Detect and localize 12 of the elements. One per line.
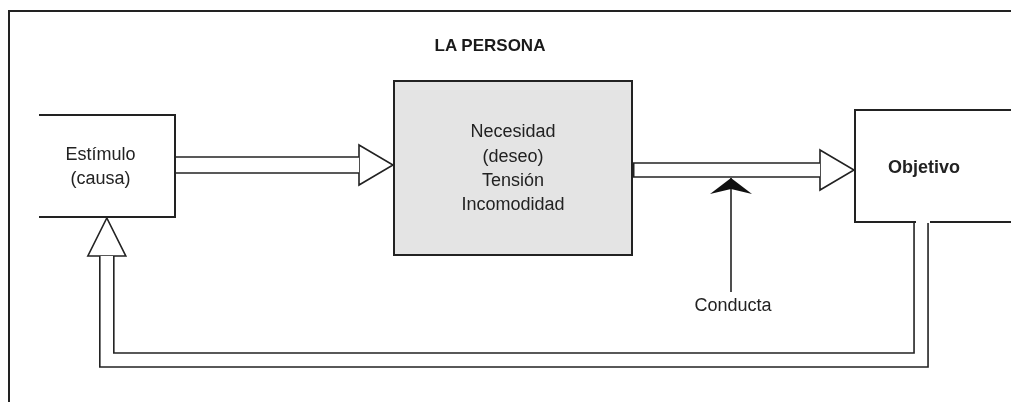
stimulus-box xyxy=(39,114,176,218)
behavior-label: Conducta xyxy=(694,293,772,317)
node-label: Estímulo (causa) xyxy=(64,142,137,190)
hollow-arrow xyxy=(176,144,394,186)
arrow xyxy=(710,177,752,293)
diagram-title: LA PERSONA xyxy=(433,36,547,56)
hollow-arrow xyxy=(633,149,855,191)
node-label: Necesidad (deseo) Tensión Incomodidad xyxy=(460,120,566,217)
hollow-arrow xyxy=(87,217,929,368)
need-box xyxy=(393,80,633,256)
goal-box xyxy=(854,109,1011,223)
node-label: Objetivo xyxy=(888,155,960,179)
